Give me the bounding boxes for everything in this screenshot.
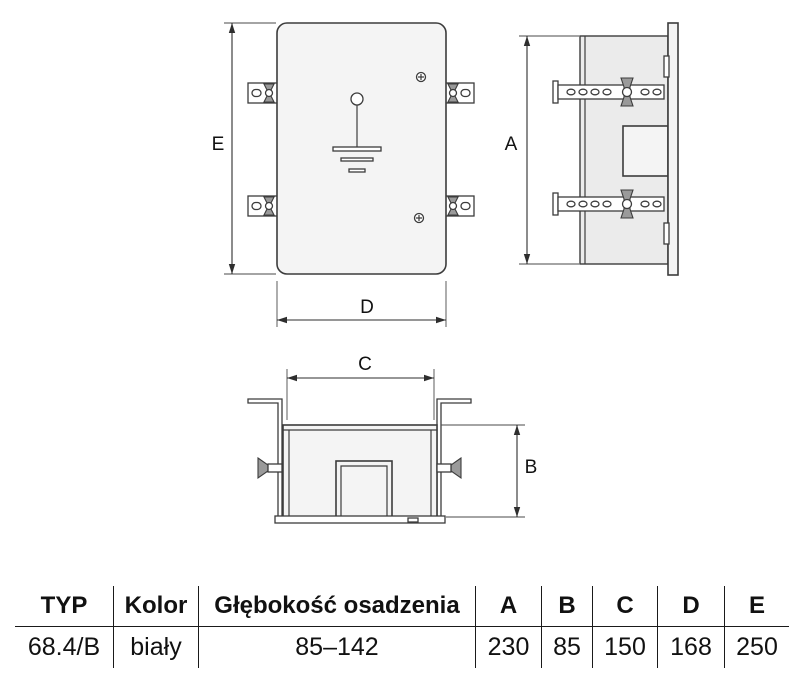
front-bracket-left-top (247, 82, 280, 104)
ground-symbol-ring (350, 92, 364, 106)
table-header-row: TYP Kolor Głębokość osadzenia A B C D E (15, 586, 789, 627)
side-rail-top (552, 77, 665, 107)
dimension-label-d: D (360, 297, 374, 318)
header-color: Kolor (113, 586, 199, 627)
front-bracket-left-bottom (247, 195, 280, 217)
dimension-d: D (276, 281, 447, 327)
cell-b: 85 (541, 626, 593, 668)
side-view (552, 22, 679, 276)
dimension-label-a: A (505, 134, 518, 155)
rail-end-tab (552, 80, 559, 104)
rail-hole (578, 200, 588, 208)
cell-c: 150 (592, 626, 658, 668)
dimension-label-b: B (525, 457, 538, 478)
wing-nut-hub (621, 198, 633, 210)
dimension-b: B (441, 424, 538, 518)
rail-hole (640, 88, 650, 96)
header-d: D (657, 586, 725, 627)
wing-nut-left (257, 456, 283, 480)
base-plate (274, 515, 446, 524)
knockout-opening (622, 125, 669, 177)
rail-hole (590, 88, 600, 96)
ground-symbol-bar-short (348, 168, 366, 173)
rail-hole (566, 200, 576, 208)
bracket-screw-head (448, 88, 458, 98)
dimension-e: E (212, 22, 276, 275)
mounting-flange-left (247, 398, 283, 518)
mounting-flange (667, 22, 679, 276)
flange-tab (663, 55, 670, 78)
rail-hole (602, 88, 612, 96)
cell-d: 168 (657, 626, 725, 668)
mounting-flange-right (436, 398, 472, 518)
rail-hole (640, 200, 650, 208)
side-rail-bottom (552, 189, 665, 219)
table-row: 68.4/B biały 85–142 230 85 150 168 250 (15, 626, 789, 668)
bracket-screw-head (264, 201, 274, 211)
header-e: E (724, 586, 789, 627)
base-plate-tab (407, 517, 419, 523)
ground-symbol-bar-medium (340, 157, 374, 162)
wing-nut-right (436, 456, 462, 480)
rail-hole (578, 88, 588, 96)
spec-table: TYP Kolor Głębokość osadzenia A B C D E … (15, 586, 789, 668)
dimension-a: A (505, 35, 579, 265)
wing-nut-hub (621, 86, 633, 98)
header-b: B (541, 586, 593, 627)
dimension-label-e: E (212, 134, 225, 155)
front-bracket-right-top (442, 82, 475, 104)
front-view (247, 22, 475, 275)
dimension-c: C (286, 354, 435, 420)
knockout-opening (335, 460, 393, 518)
rail-hole (652, 200, 662, 208)
bracket-slot (460, 201, 471, 211)
wing-nut-bolt (436, 463, 452, 473)
cell-type: 68.4/B (27, 633, 101, 661)
wing-nut-bolt (267, 463, 283, 473)
bracket-slot (251, 201, 262, 211)
screw-cross (416, 215, 422, 221)
ground-symbol-bar-long (332, 146, 382, 152)
rail-end-tab (552, 192, 559, 216)
wing-nut-ears (450, 456, 462, 480)
bottom-view (247, 398, 472, 524)
bracket-slot (460, 88, 471, 98)
cell-color: biały (113, 626, 199, 668)
door-screw-bottom (413, 212, 425, 224)
header-type: TYP (15, 586, 114, 627)
rail-hole (602, 200, 612, 208)
spec-table-head: TYP Kolor Głębokość osadzenia A B C D E (15, 586, 789, 627)
cell-a: 230 (475, 626, 542, 668)
spec-table-body: 68.4/B biały 85–142 230 85 150 168 250 (15, 626, 789, 668)
rail-hole (652, 88, 662, 96)
cell-mounting-depth: 85–142 (198, 626, 476, 668)
door-screw-top (415, 71, 427, 83)
bracket-screw-head (448, 201, 458, 211)
screw-cross (418, 74, 424, 80)
bracket-screw-head (264, 88, 274, 98)
header-c: C (592, 586, 658, 627)
ground-symbol-icon (332, 92, 382, 173)
cell-e: 250 (724, 626, 789, 668)
bracket-slot (251, 88, 262, 98)
flange-tab (663, 222, 670, 245)
wing-nut-ears (257, 456, 269, 480)
rail-hole (590, 200, 600, 208)
technical-drawing: E D (212, 22, 679, 524)
rail-hole (566, 88, 576, 96)
dimension-label-c: C (358, 354, 372, 375)
header-a: A (475, 586, 542, 627)
front-bracket-right-bottom (442, 195, 475, 217)
header-mounting-depth: Głębokość osadzenia (198, 586, 476, 627)
knockout-inner-edge (340, 465, 388, 517)
